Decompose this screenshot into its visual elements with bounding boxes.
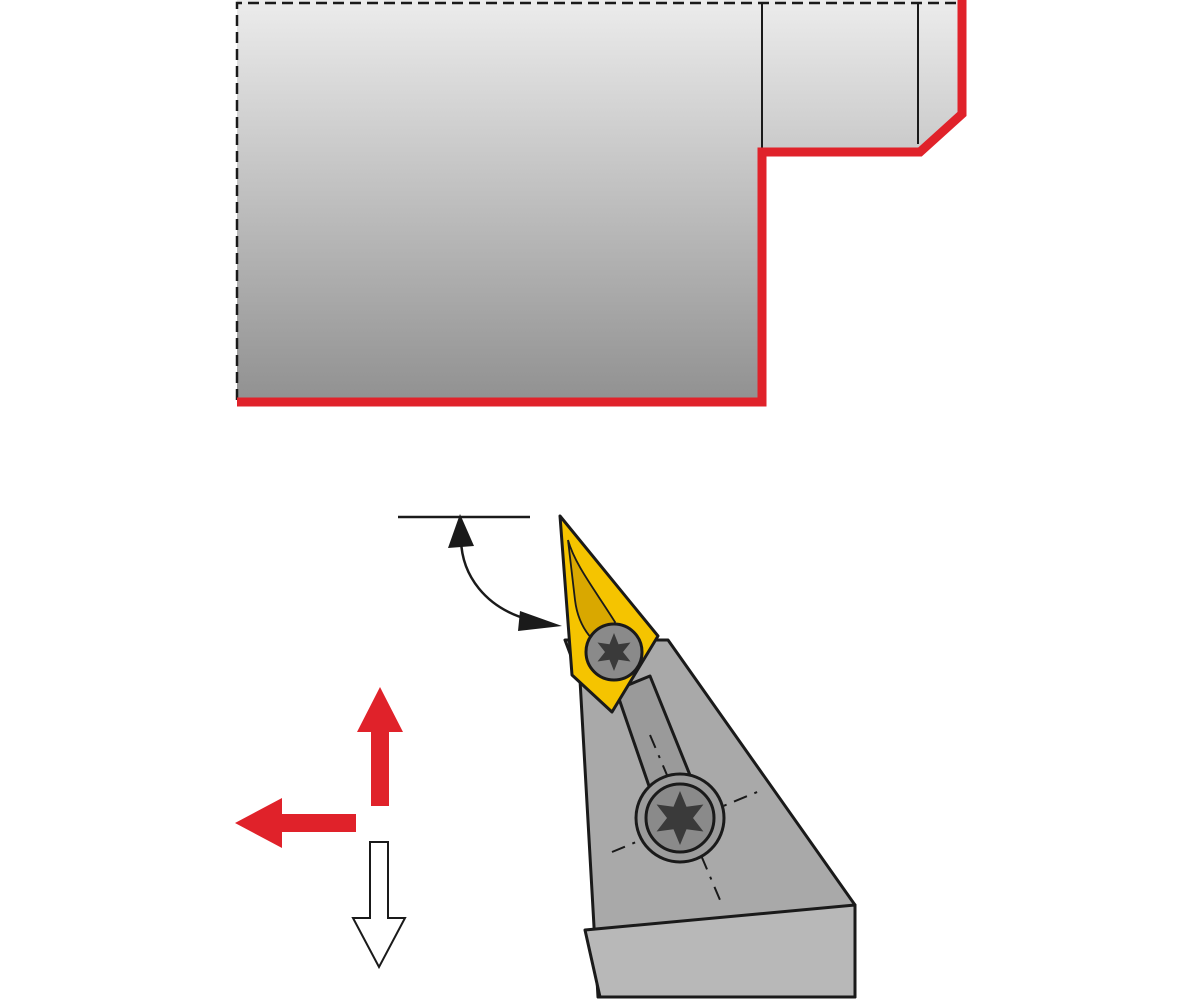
feed-up-arrow	[357, 687, 403, 806]
holder-centerline-2	[611, 789, 763, 853]
insert-screw	[584, 622, 644, 682]
machined-profile	[237, 0, 967, 407]
angle-arrowhead-top	[448, 514, 474, 548]
workpiece-stock-boundary	[235, 1, 962, 400]
workpiece	[235, 0, 967, 407]
angle-arrowhead-right	[518, 611, 562, 631]
workpiece-body	[237, 0, 962, 405]
clamp-screw	[634, 772, 726, 864]
holder-end-face	[583, 903, 857, 999]
feed-arrows	[235, 687, 407, 970]
angle-arc	[459, 539, 531, 622]
cutting-insert	[558, 514, 660, 714]
feed-left-arrow	[235, 798, 356, 848]
torx-screw-icon	[656, 791, 704, 845]
insert-chipbreaker	[567, 539, 616, 652]
feed-down-arrow	[351, 841, 407, 970]
angle-indicator	[398, 514, 562, 631]
torx-screw-icon	[597, 633, 631, 671]
tool-holder	[563, 638, 857, 999]
